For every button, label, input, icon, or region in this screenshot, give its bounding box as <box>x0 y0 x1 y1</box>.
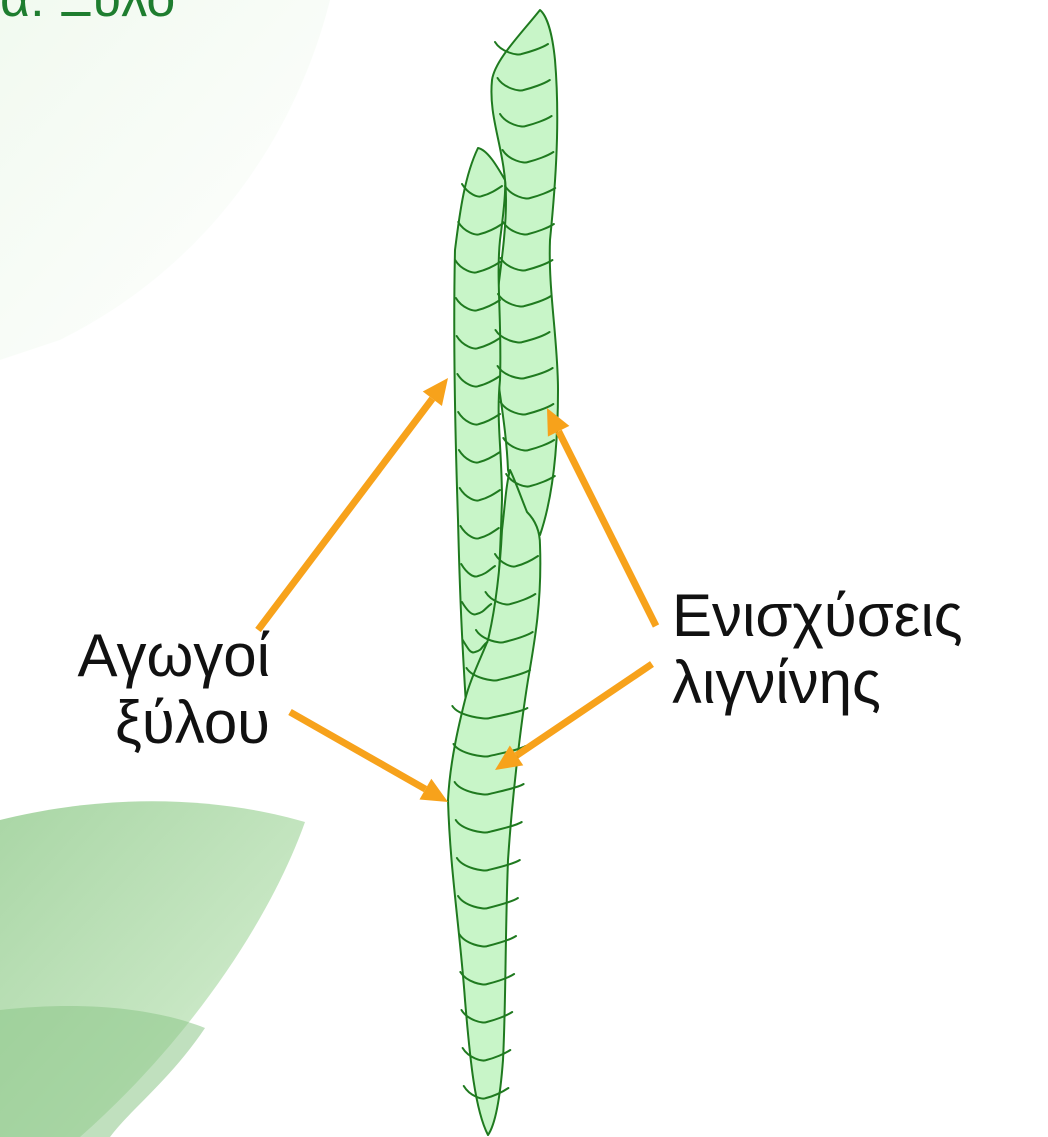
arrow-xylem-to-left-vessel <box>258 378 448 630</box>
label-lignin-thickenings-line1: Ενισχύσεις <box>672 582 963 649</box>
label-lignin-thickenings-line2: λιγνίνης <box>672 649 963 716</box>
label-xylem-conduits-line2: ξύλου <box>8 689 270 756</box>
arrow-lignin-to-right-vessel <box>547 408 656 626</box>
label-xylem-conduits-line1: Αγωγοί <box>8 622 270 689</box>
label-xylem-conduits: Αγωγοί ξύλου <box>8 622 270 756</box>
arrow-xylem-to-bottom-vessel <box>290 712 448 802</box>
label-lignin-thickenings: Ενισχύσεις λιγνίνης <box>672 582 963 716</box>
